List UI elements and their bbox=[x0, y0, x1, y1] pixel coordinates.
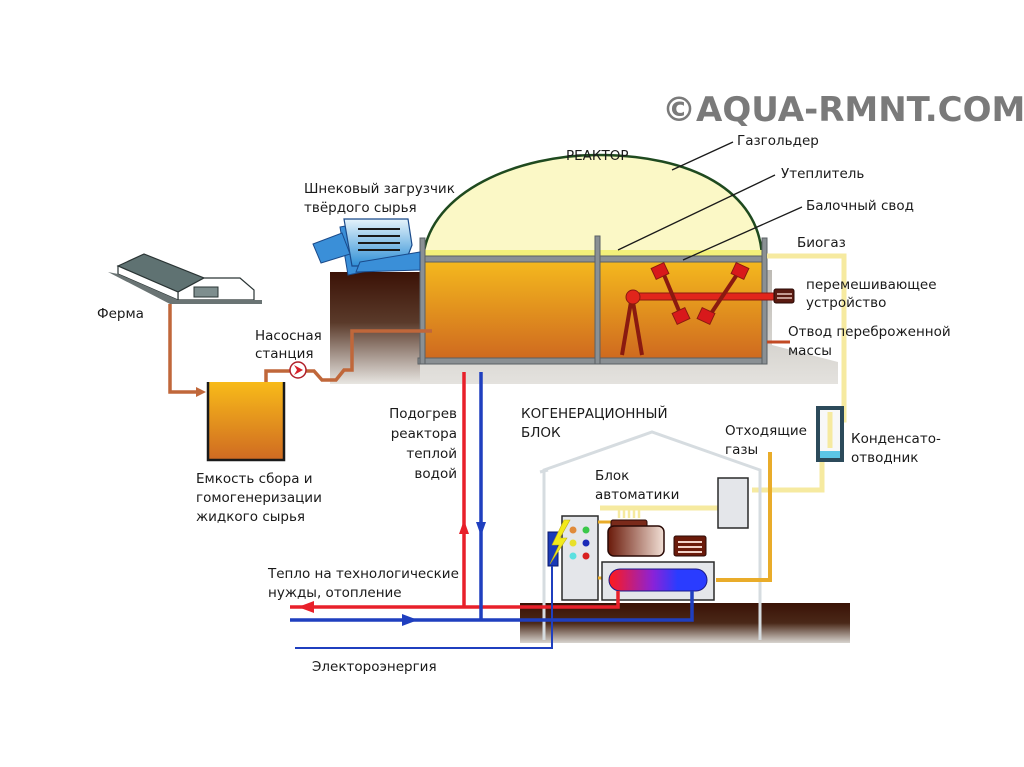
label-condensate-2: отводник bbox=[851, 450, 918, 466]
label-exhaust-2: газы bbox=[725, 442, 758, 458]
label-biogas: Биогаз bbox=[797, 235, 846, 251]
farm-building bbox=[108, 253, 262, 304]
label-screw-loader-2: твёрдого сырья bbox=[304, 200, 417, 216]
label-exhaust-1: Отходящие bbox=[725, 423, 807, 439]
hot-water-pipes bbox=[290, 372, 620, 609]
svg-text:реактора: реактора bbox=[391, 426, 457, 442]
arrow-hot-up bbox=[459, 520, 469, 534]
label-pump-2: станция bbox=[255, 346, 313, 362]
label-automation-2: автоматики bbox=[595, 487, 679, 503]
label-gasholder: Газгольдер bbox=[737, 133, 819, 149]
label-chp-2: БЛОК bbox=[521, 425, 561, 441]
chp-house-outline bbox=[539, 430, 762, 630]
label-mixer-1: перемешивающее bbox=[806, 277, 937, 293]
heat-exchanger bbox=[601, 561, 715, 601]
label-digestate-2: массы bbox=[788, 343, 832, 359]
label-process-heat-1: Тепло на технологические bbox=[267, 566, 459, 582]
engine bbox=[607, 519, 707, 557]
manure-pipes bbox=[168, 304, 432, 394]
lightning-icon bbox=[549, 519, 571, 565]
gas-layer bbox=[423, 250, 763, 258]
dome-leader-lines bbox=[617, 141, 803, 261]
label-tank-3: жидкого сырья bbox=[196, 509, 305, 525]
label-tank-1: Емкость сбора и bbox=[196, 471, 313, 487]
label-electricity: Электороэнергия bbox=[312, 659, 437, 675]
svg-text:теплой: теплой bbox=[406, 446, 457, 462]
watermark: ©AQUA-RMNT.COM bbox=[662, 90, 1024, 130]
label-insulation: Утеплитель bbox=[781, 166, 864, 182]
pump bbox=[289, 361, 307, 379]
condensate-trap bbox=[816, 406, 844, 462]
label-mixer-2: устройство bbox=[806, 295, 886, 311]
svg-text:водой: водой bbox=[414, 466, 457, 482]
label-farm: Ферма bbox=[97, 306, 144, 322]
arrow-heat-out bbox=[298, 601, 314, 613]
gasholder-dome bbox=[421, 153, 764, 260]
cold-water-pipes bbox=[290, 372, 694, 622]
label-digestate-1: Отвод переброженной bbox=[788, 324, 951, 340]
label-screw-loader-1: Шнековый загрузчик bbox=[304, 181, 455, 197]
control-panel bbox=[561, 515, 612, 601]
screw-loader bbox=[312, 218, 421, 276]
label-reactor: РЕАКТОР bbox=[566, 148, 629, 164]
collection-tank bbox=[206, 382, 286, 462]
chp-ground bbox=[520, 603, 850, 643]
label-process-heat-2: нужды, отопление bbox=[268, 585, 402, 601]
label-beam-vault: Балочный свод bbox=[806, 198, 914, 214]
label-tank-2: гомогенеризации bbox=[196, 490, 322, 506]
label-condensate-1: Конденсато- bbox=[851, 431, 941, 447]
label-automation-1: Блок bbox=[595, 468, 629, 484]
arrow-to-tank bbox=[196, 387, 206, 397]
automation-cabinet bbox=[717, 477, 749, 529]
reactor-walls bbox=[417, 235, 768, 365]
svg-text:Подогрев: Подогрев bbox=[389, 406, 457, 422]
label-pump-1: Насосная bbox=[255, 328, 322, 344]
exhaust-pipe bbox=[716, 452, 772, 582]
arrow-cold-down bbox=[476, 522, 486, 536]
mixer bbox=[620, 261, 795, 356]
label-reactor-heating: Подогрев реактора теплой водой bbox=[389, 406, 457, 482]
arrow-cold-in bbox=[402, 614, 418, 626]
electricity-line bbox=[295, 566, 553, 649]
label-chp-1: КОГЕНЕРАЦИОННЫЙ bbox=[521, 404, 668, 422]
gas-intake bbox=[617, 508, 641, 518]
